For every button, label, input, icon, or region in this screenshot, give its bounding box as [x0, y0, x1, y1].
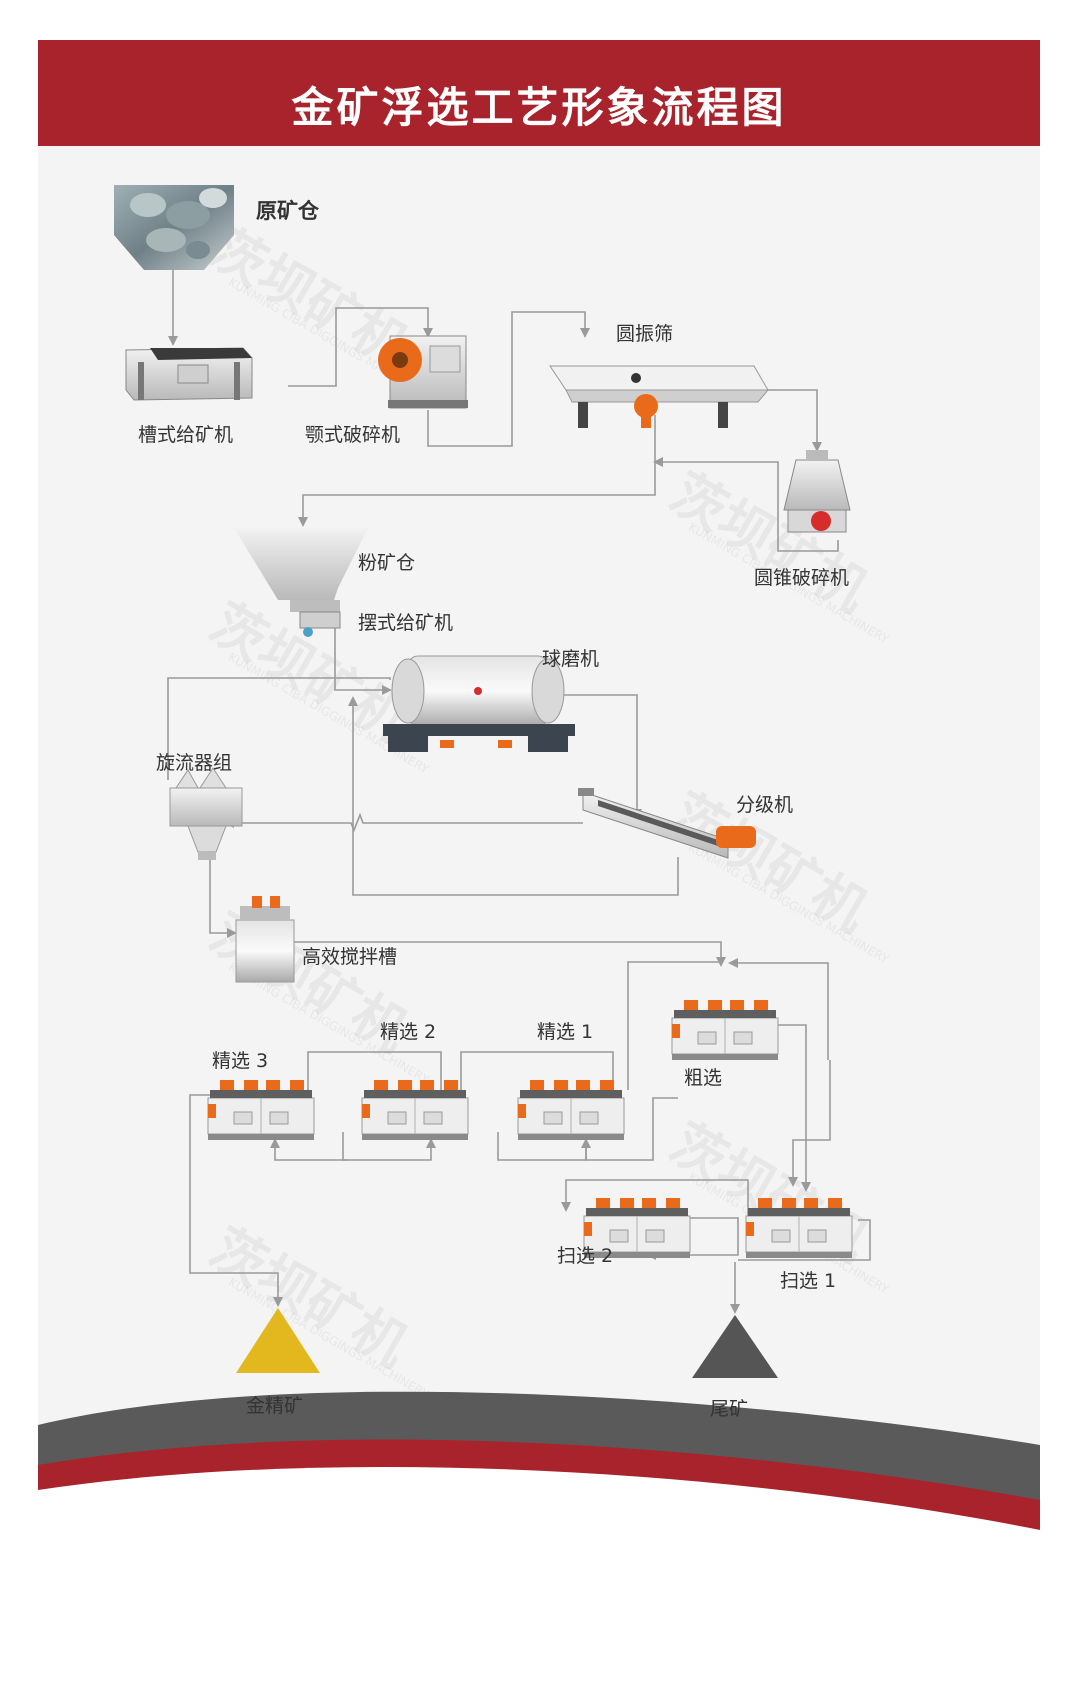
- label-cone-crusher: 圆锥破碎机: [754, 567, 849, 589]
- label-cleaner-1: 精选 1: [537, 1021, 593, 1043]
- label-fine-ore-bin: 粉矿仓: [358, 552, 415, 574]
- tailings-pile: [692, 1315, 778, 1378]
- classifier-image: [578, 788, 756, 858]
- label-ball-mill: 球磨机: [542, 648, 599, 670]
- label-trough-feeder: 槽式给矿机: [138, 424, 233, 446]
- label-raw-ore-bin: 原矿仓: [256, 200, 319, 222]
- label-tailings: 尾矿: [710, 1398, 748, 1420]
- scavenger-1-cell-image: [746, 1198, 852, 1258]
- jaw-crusher-image: [378, 336, 468, 408]
- cleaner-1-cell-image: [518, 1080, 624, 1140]
- label-agitation-tank: 高效搅拌槽: [302, 946, 397, 968]
- label-rougher: 粗选: [684, 1067, 722, 1089]
- label-scavenger-2: 扫选 2: [557, 1245, 613, 1267]
- hydrocyclone-group-image: [170, 768, 242, 860]
- poster: 金矿浮选工艺形象流程图 茨坝矿机 KUNMING CIBA DIGGINGS M…: [38, 40, 1040, 1640]
- flow-diagram: [38, 40, 1040, 1640]
- rougher-cell-image: [672, 1000, 778, 1060]
- label-vibrating-screen: 圆振筛: [616, 323, 673, 345]
- label-classifier: 分级机: [736, 794, 793, 816]
- label-gold-concentrate: 金精矿: [246, 1395, 303, 1417]
- cleaner-2-cell-image: [362, 1080, 468, 1140]
- label-hydrocyclone-group: 旋流器组: [156, 752, 232, 774]
- vibrating-screen-image: [550, 366, 768, 428]
- label-cleaner-2: 精选 2: [380, 1021, 436, 1043]
- label-cleaner-3: 精选 3: [212, 1050, 268, 1072]
- cleaner-3-cell-image: [208, 1080, 314, 1140]
- trough-feeder-image: [126, 348, 252, 400]
- label-pendulum-feeder: 摆式给矿机: [358, 612, 453, 634]
- fine-ore-bin-image: [234, 528, 368, 612]
- agitation-tank-image: [236, 896, 294, 982]
- ball-mill-image: [383, 656, 575, 752]
- label-jaw-crusher: 颚式破碎机: [305, 424, 400, 446]
- cone-crusher-image: [784, 450, 850, 532]
- gold-concentrate-pile: [236, 1308, 320, 1373]
- label-scavenger-1: 扫选 1: [780, 1270, 836, 1292]
- pendulum-feeder-image: [300, 612, 340, 637]
- raw-ore-bin-image: [114, 185, 234, 270]
